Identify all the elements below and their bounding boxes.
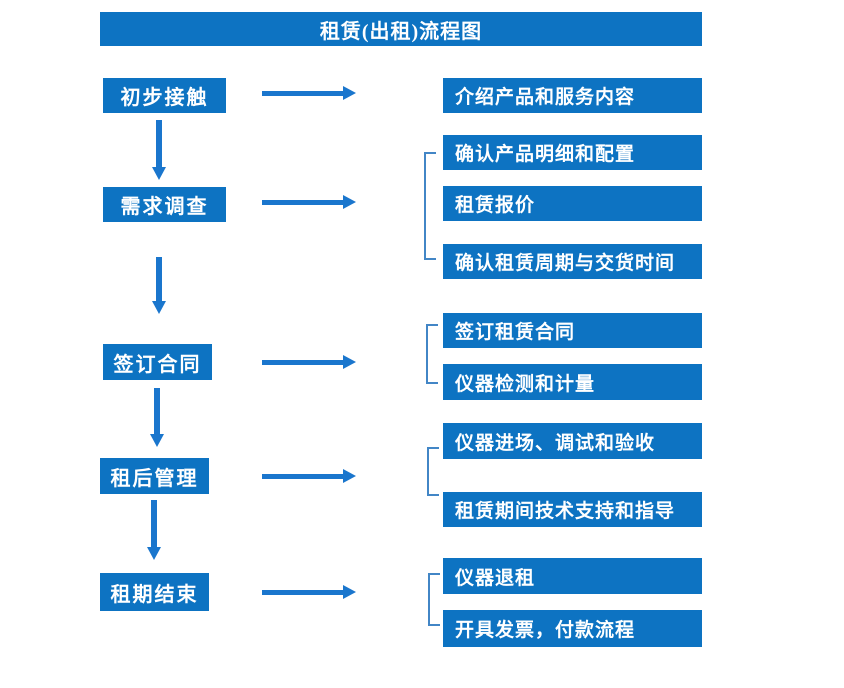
arrow-head — [343, 195, 356, 209]
arrow-shaft — [262, 474, 344, 479]
detail-box-instrument-installation: 仪器进场、调试和验收 — [443, 423, 702, 459]
arrow-down-icon — [152, 257, 166, 314]
page-title: 租赁(出租)流程图 — [319, 20, 483, 43]
detail-box-technical-support: 租赁期间技术支持和指导 — [443, 492, 702, 527]
arrow-shaft — [262, 91, 344, 96]
stage-box-sign-contract: 签订合同 — [103, 344, 212, 380]
stage-box-initial-contact: 初步接触 — [103, 78, 226, 113]
arrow-shaft — [156, 257, 162, 302]
stage-box-lease-end: 租期结束 — [100, 573, 209, 611]
arrow-shaft — [262, 360, 344, 365]
arrow-down-icon — [150, 388, 164, 447]
arrow-shaft — [156, 120, 162, 168]
arrow-right-icon — [262, 355, 356, 369]
title-bar: 租赁(出租)流程图 — [100, 12, 702, 46]
detail-box-sign-lease-contract: 签订租赁合同 — [443, 313, 702, 348]
arrow-right-icon — [262, 469, 356, 483]
arrow-down-icon — [147, 500, 161, 560]
group-bracket-icon — [424, 152, 436, 260]
arrow-shaft — [262, 200, 344, 205]
group-bracket-icon — [427, 447, 439, 496]
group-bracket-icon — [428, 573, 440, 626]
detail-box-instrument-return: 仪器退租 — [443, 558, 702, 594]
stage-box-post-rental-management: 租后管理 — [100, 458, 209, 494]
arrow-head — [150, 434, 164, 447]
arrow-shaft — [154, 388, 160, 435]
detail-box-confirm-product-details: 确认产品明细和配置 — [443, 135, 702, 170]
arrow-shaft — [262, 590, 344, 595]
stage-box-demand-survey: 需求调查 — [103, 187, 226, 222]
arrow-down-icon — [152, 120, 166, 180]
arrow-shaft — [151, 500, 157, 548]
arrow-head — [147, 547, 161, 560]
arrow-right-icon — [262, 195, 356, 209]
detail-box-invoice-payment: 开具发票，付款流程 — [443, 610, 702, 647]
detail-box-intro-products: 介绍产品和服务内容 — [443, 78, 702, 113]
detail-box-rental-quote: 租赁报价 — [443, 186, 702, 221]
arrow-head — [343, 585, 356, 599]
detail-box-confirm-lease-period: 确认租赁周期与交货时间 — [443, 244, 702, 279]
arrow-right-icon — [262, 86, 356, 100]
arrow-head — [152, 301, 166, 314]
arrow-head — [343, 469, 356, 483]
arrow-head — [152, 167, 166, 180]
arrow-right-icon — [262, 585, 356, 599]
group-bracket-icon — [426, 324, 438, 384]
arrow-head — [343, 86, 356, 100]
detail-box-instrument-testing: 仪器检测和计量 — [443, 364, 702, 400]
arrow-head — [343, 355, 356, 369]
